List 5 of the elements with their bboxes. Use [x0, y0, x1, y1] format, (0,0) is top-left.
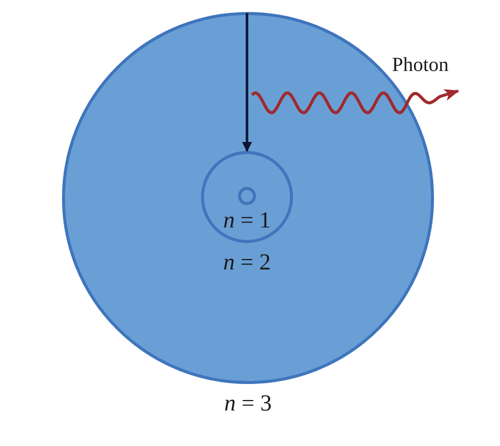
arrow	[242, 13, 252, 152]
orbit-label: n = 1	[223, 208, 271, 232]
photon-label: Photon	[392, 55, 449, 75]
orbit-label: n = 2	[223, 250, 271, 274]
orbit-label: n = 3	[224, 392, 272, 414]
